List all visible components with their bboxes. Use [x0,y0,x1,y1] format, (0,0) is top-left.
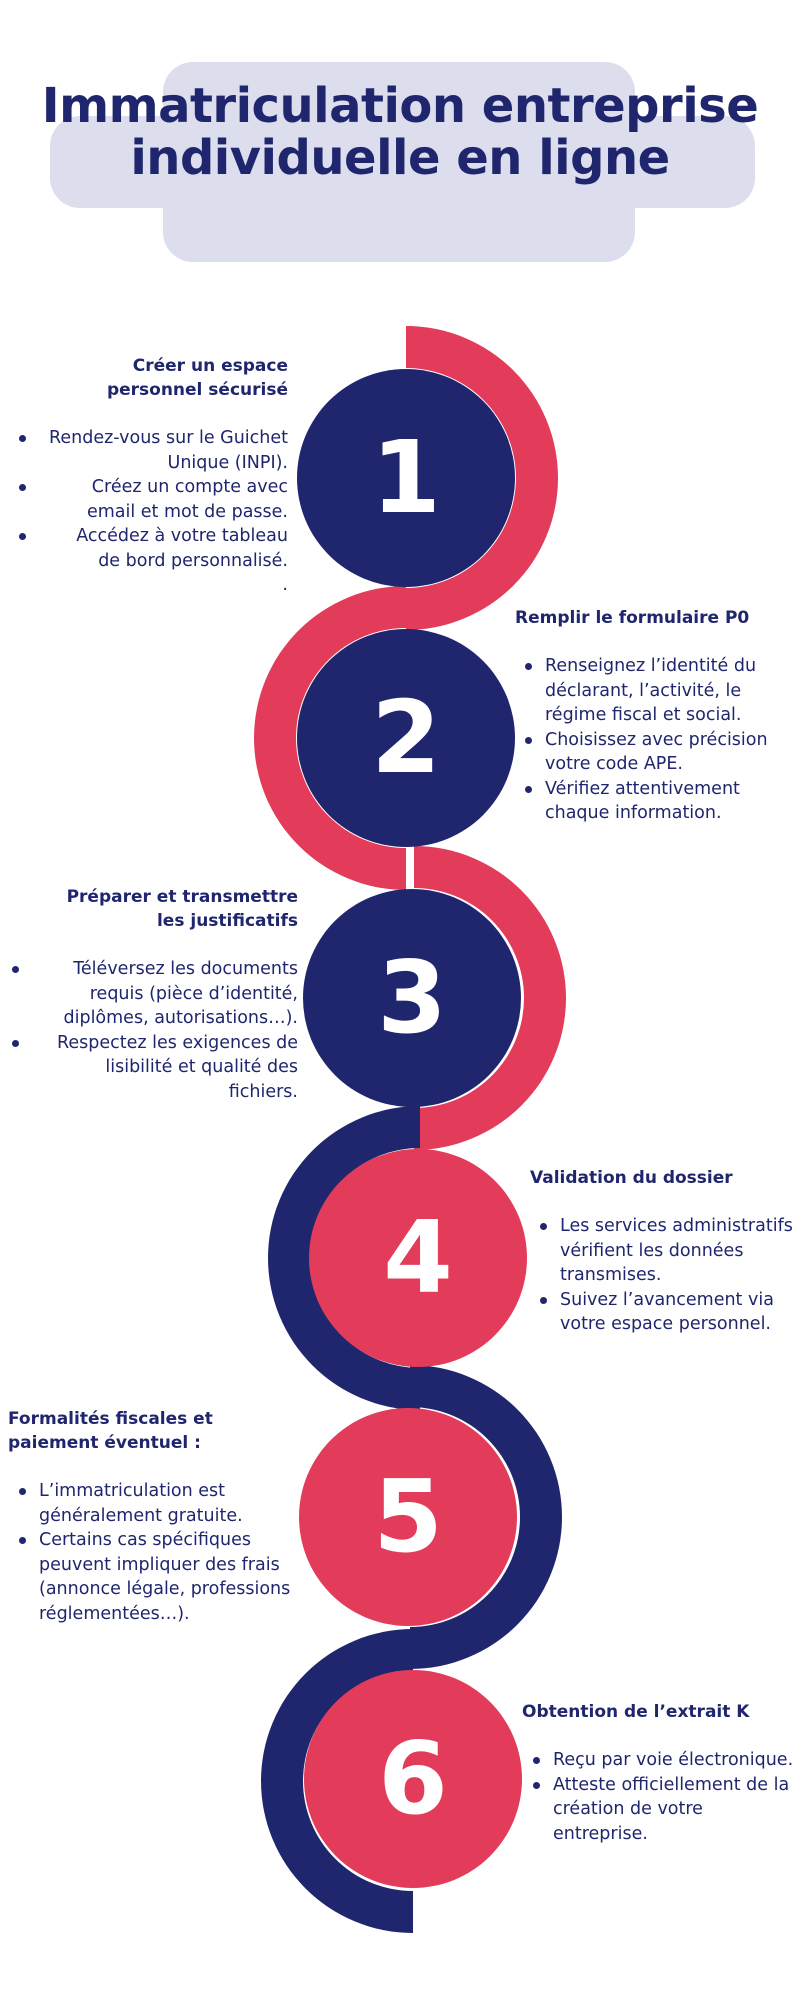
page-title: Immatriculation entreprise individuelle … [41,78,759,186]
list-item: Reçu par voie électronique. [533,1748,800,1773]
bullet-icon [525,736,532,744]
bullet-icon [525,663,532,670]
list-item: L’immatriculation est généralement gratu… [19,1479,308,1528]
list-item: Créez un compte avec email et mot de pas… [14,475,288,524]
step-5-text: Formalités fiscales et paiement éventuel… [8,1407,308,1626]
list-item: Vérifiez attentivement chaque informatio… [525,777,790,826]
list-item: Certains cas spécifiques peuvent impliqu… [19,1528,308,1626]
arc-4 [268,1106,420,1410]
step-number-6: 6 [378,1720,448,1837]
step-4-heading: Validation du dossier [530,1168,733,1188]
step-3-text: Préparer et transmettre les justificatif… [8,885,298,1104]
step-5-list: L’immatriculation est généralement gratu… [8,1479,308,1626]
step-circle-6 [304,1670,522,1888]
bullet-icon [19,484,26,491]
step-circle-5 [299,1408,517,1626]
step-6-list: Reçu par voie électronique. Atteste offi… [522,1748,800,1846]
bullet-icon [12,1039,19,1047]
bullet-icon [525,785,532,793]
step-3-list: Téléversez les documents requis (pièce d… [8,957,298,1104]
list-item: Accédez à votre tableau de bord personna… [14,524,288,573]
bullet-icon [19,1488,26,1495]
bullet-icon [533,1781,540,1789]
step-number-3: 3 [377,939,447,1056]
list-item: Téléversez les documents requis (pièce d… [8,957,298,1031]
step-2-list: Renseignez l’identité du déclarant, l’ac… [515,654,790,826]
title-background [317,150,487,262]
bullet-icon [19,435,26,442]
step-1-heading: Créer un espace personnel sécurisé [106,356,288,400]
step-1-text: Créer un espace personnel sécurisé Rende… [14,354,288,598]
bullet-icon [12,966,19,973]
step-circle-3 [303,889,521,1107]
step-circle-4 [309,1149,527,1367]
step-2-text: Remplir le formulaire P0 Renseignez l’id… [515,606,790,826]
list-item: Atteste officiellement de la création de… [533,1773,800,1847]
step-number-1: 1 [371,419,441,536]
step-2-heading: Remplir le formulaire P0 [515,608,750,628]
arc-3 [414,846,566,1150]
step-6-text: Obtention de l’extrait K Reçu par voie é… [522,1700,800,1846]
list-item: Rendez-vous sur le Guichet Unique (INPI)… [14,426,288,475]
list-item: Respectez les exigences de lisibilité et… [8,1031,298,1105]
list-item: Les services administratifs vérifient le… [540,1214,800,1288]
bullet-icon [540,1223,547,1230]
bullet-icon [19,1537,26,1544]
step-4-list: Les services administratifs vérifient le… [530,1214,800,1337]
arc-6 [261,1629,413,1933]
step-6-heading: Obtention de l’extrait K [522,1702,750,1722]
step-3-heading: Préparer et transmettre les justificatif… [66,887,298,931]
step-number-5: 5 [373,1458,443,1575]
list-item: Renseignez l’identité du déclarant, l’ac… [525,654,790,728]
step-circle-2 [297,629,515,847]
step-circle-1 [297,369,515,587]
stray-dot: . [282,575,288,595]
list-item: Choisissez avec précision votre code APE… [525,728,790,777]
step-number-2: 2 [371,679,441,796]
title-banner: Immatriculation entreprise individuelle … [0,0,800,270]
arc-5 [410,1365,562,1669]
arc-2 [254,586,406,890]
bullet-icon [19,533,26,540]
step-4-text: Validation du dossier Les services admin… [530,1166,800,1337]
step-1-list: Rendez-vous sur le Guichet Unique (INPI)… [14,426,288,573]
list-item: Suivez l’avancement via votre espace per… [540,1288,800,1337]
step-5-heading: Formalités fiscales et paiement éventuel… [8,1409,213,1453]
step-number-4: 4 [383,1199,453,1316]
bullet-icon [540,1296,547,1304]
bullet-icon [533,1757,540,1764]
arc-1 [406,326,558,630]
